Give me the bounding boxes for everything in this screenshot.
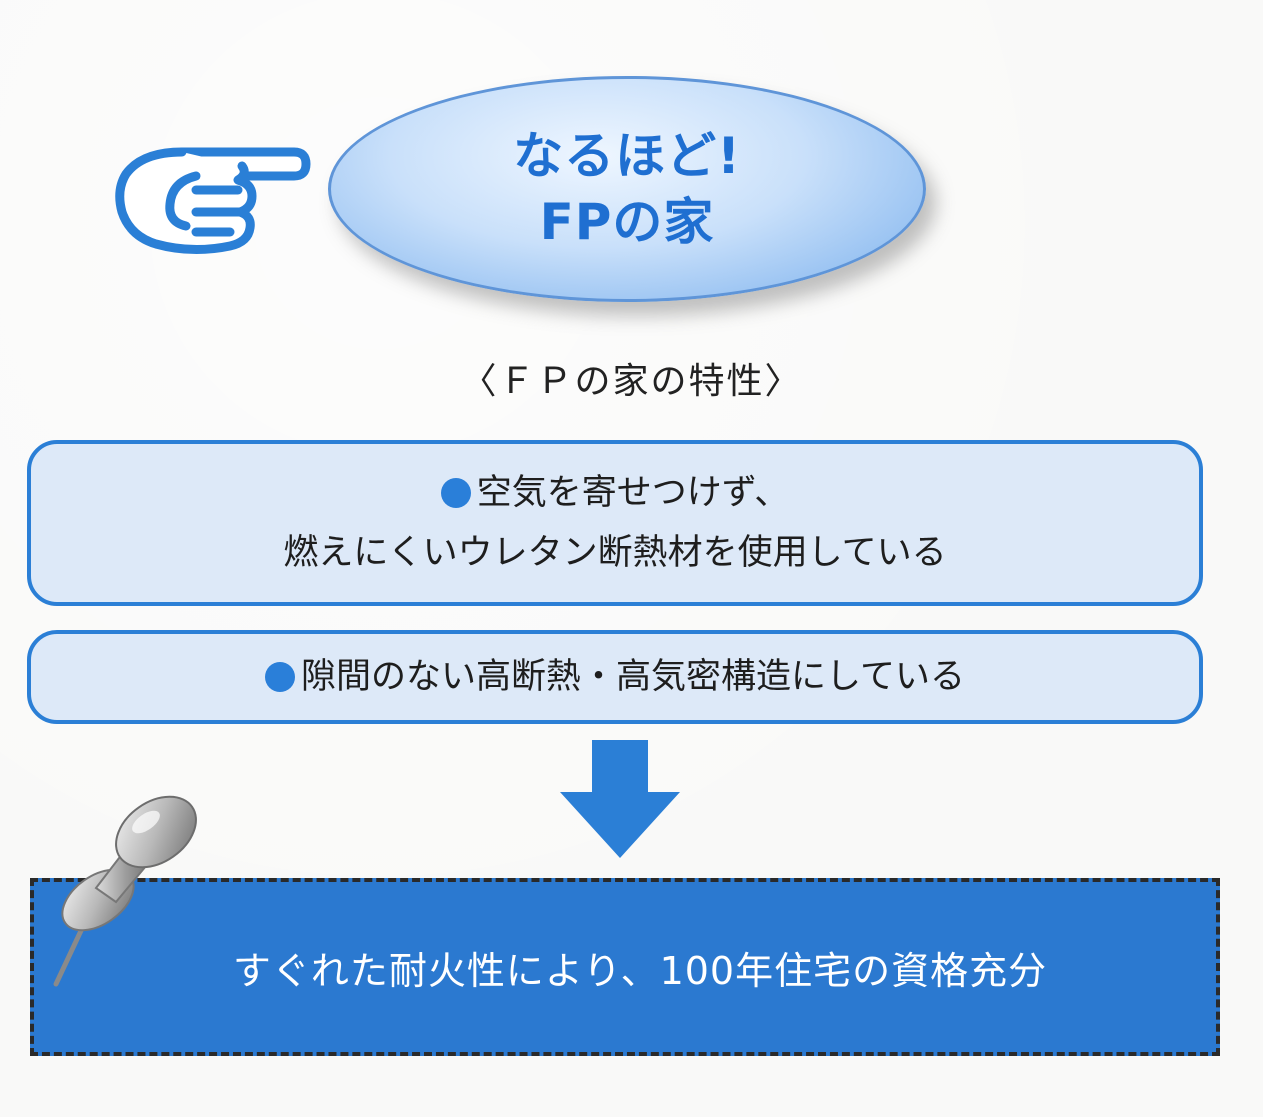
features-heading: 〈ＦＰの家の特性〉 [460, 361, 803, 402]
feature-2-line-1: 隙間のない高断熱・高気密構造にしている [265, 647, 965, 707]
bullet-icon [265, 662, 296, 692]
feature-1-line-1: 空気を寄せつけず、 [440, 463, 790, 523]
pointing-hand-icon [115, 147, 311, 255]
feature-box-2: 隙間のない高断熱・高気密構造にしている [27, 630, 1203, 724]
feature-1-line-2: 燃えにくいウレタン断熱材を使用している [283, 523, 946, 583]
bullet-icon [440, 478, 471, 508]
feature-box-1: 空気を寄せつけず、 燃えにくいウレタン断熱材を使用している [27, 440, 1203, 606]
title-line-2: FPの家 [539, 193, 715, 251]
down-arrow-icon [560, 740, 680, 858]
feature-2-text-1: 隙間のない高断熱・高気密構造にしている [301, 657, 965, 697]
pushpin-icon [53, 795, 197, 987]
title-line-1: なるほど! [513, 127, 741, 185]
feature-1-text-2: 燃えにくいウレタン断熱材を使用している [283, 533, 947, 573]
result-box: すぐれた耐火性により、100年住宅の資格充分 [30, 878, 1220, 1056]
title-oval: なるほど! FPの家 [328, 76, 926, 302]
feature-1-text-1: 空気を寄せつけず、 [476, 473, 790, 513]
result-text: すぐれた耐火性により、100年住宅の資格充分 [232, 948, 1048, 993]
